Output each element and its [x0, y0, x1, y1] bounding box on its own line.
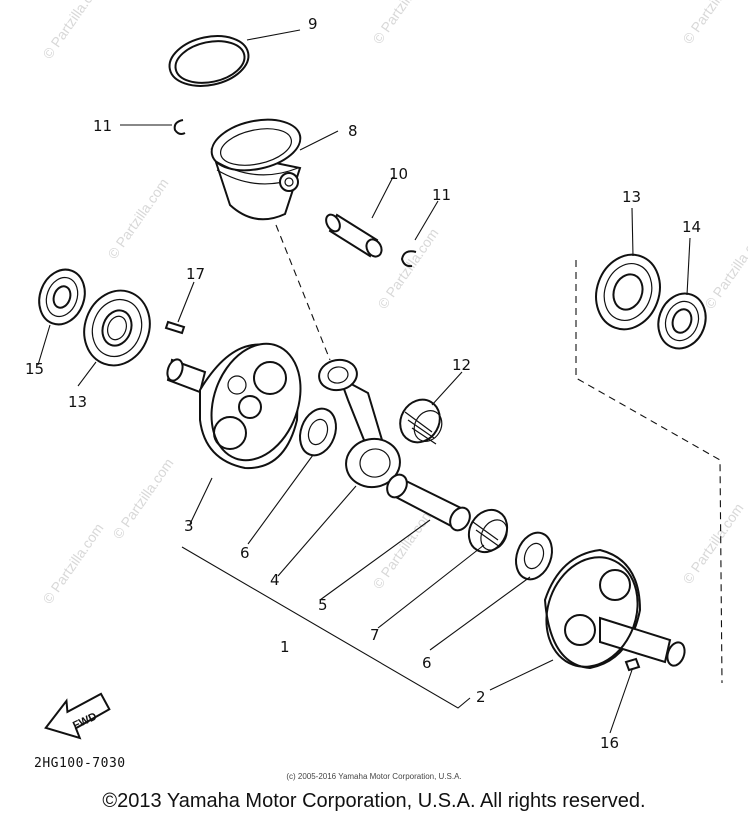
watermark: © Partzilla.com — [374, 225, 441, 311]
connecting-rod-part — [318, 358, 401, 489]
callout-13b: 13 — [68, 393, 87, 411]
crank-pin-part — [386, 473, 471, 532]
bearing-left-part — [83, 289, 151, 367]
callout-12: 12 — [452, 356, 471, 374]
callout-11b: 11 — [432, 186, 451, 204]
piston-pin-part — [325, 213, 383, 258]
small-end-bearing-part — [399, 398, 443, 445]
woodruff-key-upper — [164, 320, 186, 335]
callout-9: 9 — [308, 15, 318, 33]
watermark: © Partzilla.com — [679, 500, 746, 586]
small-copyright: (c) 2005-2016 Yamaha Motor Corporation, … — [286, 772, 462, 781]
callout-17: 17 — [186, 265, 205, 283]
watermark: © Partzilla.com — [104, 175, 171, 261]
woodruff-key-lower — [624, 657, 641, 672]
callout-3: 3 — [184, 517, 194, 535]
callout-labels: 1 2 3 4 5 6 6 7 8 9 10 11 11 12 13 13 14… — [25, 15, 701, 752]
thrust-washer-lower-part — [515, 531, 553, 581]
callout-14: 14 — [682, 218, 701, 236]
forward-arrow: FWD — [44, 692, 111, 740]
callout-10: 10 — [389, 165, 408, 183]
big-end-bearing-part — [467, 508, 509, 554]
callout-4: 4 — [270, 571, 280, 589]
piston-ring-part — [168, 35, 250, 87]
crank-left-part — [166, 342, 302, 470]
watermark: © Partzilla.com — [701, 225, 748, 311]
watermark: © Partzilla.com — [679, 0, 746, 47]
main-copyright: ©2013 Yamaha Motor Corporation, U.S.A. A… — [102, 790, 646, 812]
callout-2: 2 — [476, 688, 486, 706]
assembly-lines — [275, 224, 723, 684]
callout-13a: 13 — [622, 188, 641, 206]
piston-pin-clip-right — [400, 250, 417, 268]
watermark: © Partzilla.com — [369, 505, 436, 591]
watermark: © Partzilla.com — [369, 0, 436, 47]
watermark: © Partzilla.com — [39, 0, 106, 62]
leader-lines — [37, 29, 691, 734]
callout-6a: 6 — [240, 544, 250, 562]
callout-5: 5 — [318, 596, 328, 614]
callout-8: 8 — [348, 122, 358, 140]
crank-right-part — [543, 548, 686, 670]
callout-7: 7 — [370, 626, 380, 644]
bearing-right-part — [595, 253, 661, 331]
piston-part — [210, 118, 302, 221]
oil-seal-left-part — [38, 268, 86, 326]
thrust-washer-upper-part — [299, 407, 337, 457]
callout-1: 1 — [280, 638, 290, 656]
callout-15: 15 — [25, 360, 44, 378]
callout-6b: 6 — [422, 654, 432, 672]
watermark: © Partzilla.com — [109, 455, 176, 541]
watermark: © Partzilla.com — [39, 520, 106, 606]
oil-seal-right-part — [657, 292, 707, 350]
callout-16: 16 — [600, 734, 619, 752]
callout-11a: 11 — [93, 117, 112, 135]
piston-pin-clip-left — [173, 119, 186, 135]
drawing-code: 2HG100-7030 — [34, 756, 126, 771]
